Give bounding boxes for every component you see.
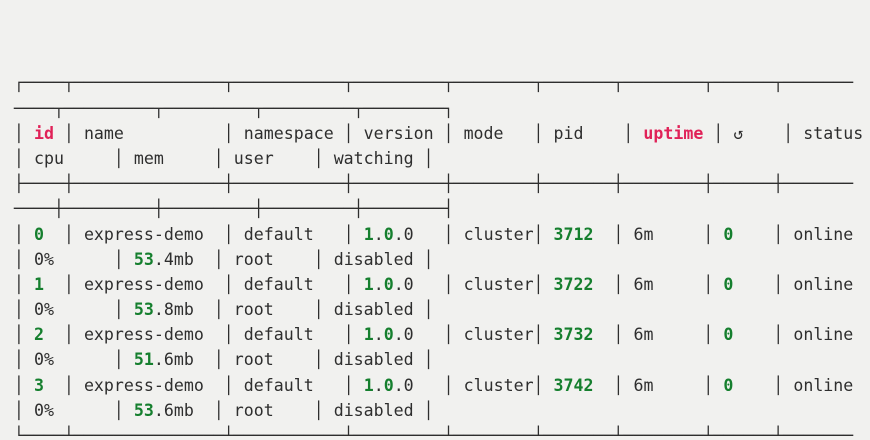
process-row-3-line-2: │ 0% │ 53.6mb │ root │ disabled │	[14, 400, 434, 420]
header-separator-line-1: ├────┼───────────────┼───────────┼──────…	[14, 174, 854, 194]
bottom-border-line-1: └────┴───────────────┴───────────┴──────…	[14, 426, 854, 440]
process-row-0-line-1: │ 0 │ express-demo │ default │ 1.0.0 │ c…	[14, 224, 854, 244]
process-row-0-line-2: │ 0% │ 53.4mb │ root │ disabled │	[14, 249, 434, 269]
pm2-process-table: ┌────┬───────────────┬───────────┬──────…	[14, 70, 870, 440]
top-border-line-1: ┌────┬───────────────┬───────────┬──────…	[14, 73, 854, 93]
header-separator-line-2: ────┼─────────┼─────────┼─────────┼─────…	[14, 199, 454, 219]
header-line-2: │ cpu │ mem │ user │ watching │	[14, 148, 434, 168]
process-row-2-line-1: │ 2 │ express-demo │ default │ 1.0.0 │ c…	[14, 325, 854, 345]
process-row-1-line-2: │ 0% │ 53.8mb │ root │ disabled │	[14, 300, 434, 320]
header-line-1: │ id │ name │ namespace │ version │ mode…	[14, 123, 864, 143]
top-border-line-2: ────┬─────────┬─────────┬─────────┬─────…	[14, 98, 454, 118]
process-row-3-line-1: │ 3 │ express-demo │ default │ 1.0.0 │ c…	[14, 375, 854, 395]
process-row-2-line-2: │ 0% │ 51.6mb │ root │ disabled │	[14, 350, 434, 370]
process-row-1-line-1: │ 1 │ express-demo │ default │ 1.0.0 │ c…	[14, 274, 854, 294]
